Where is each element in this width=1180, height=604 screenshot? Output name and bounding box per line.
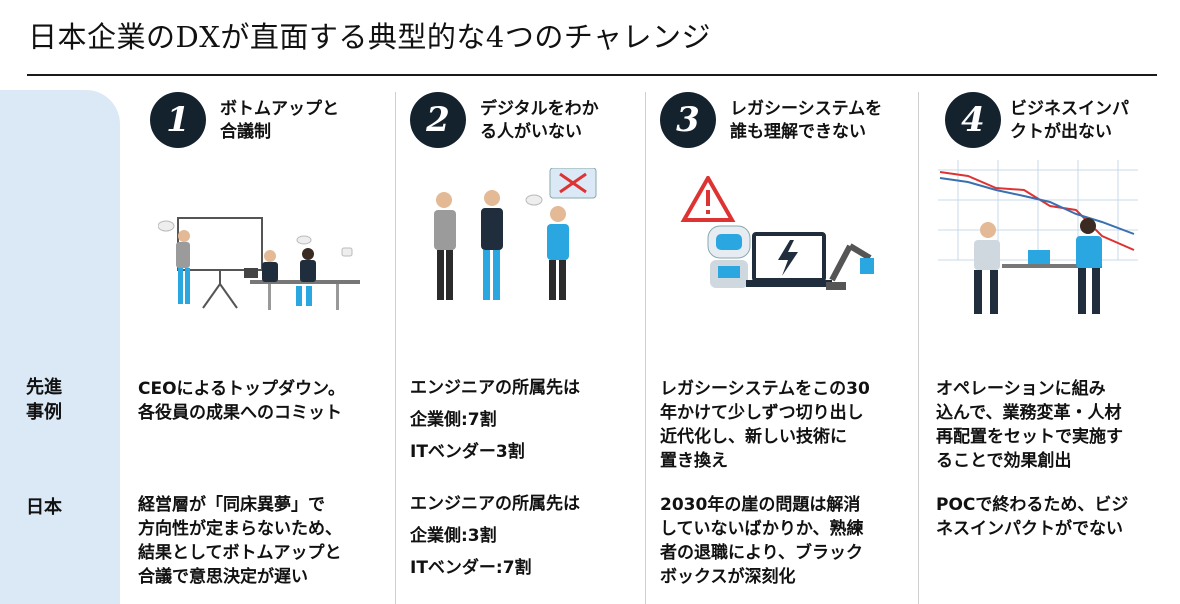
confused-people-icon	[434, 168, 597, 300]
challenge-heading: デジタルをわか る人がいない	[480, 99, 599, 142]
challenge-heading: ボトムアップと 合議制	[220, 99, 339, 142]
leading-case-text: CEOによるトップダウン。 各役員の成果へのコミット	[138, 379, 346, 423]
column-divider	[395, 92, 396, 604]
challenge-heading: レガシーシステムを 誰も理解できない	[730, 99, 883, 142]
leading-case-text: レガシーシステムをこの30 年かけて少しずつ切り出し 近代化し、新しい技術に 置…	[660, 379, 870, 471]
legacy-system-robot-icon	[680, 176, 874, 290]
declining-chart-business-icon	[938, 160, 1138, 314]
column-divider	[645, 92, 646, 604]
challenge-number-badge: 4	[945, 92, 1001, 148]
challenge-heading: ビジネスインパ クトが出ない	[1010, 99, 1129, 142]
row-label-panel	[0, 90, 120, 604]
challenge-number-badge: 1	[150, 92, 206, 148]
row-label-japan: 日本	[26, 497, 62, 518]
japan-status-text: 経営層が「同床異夢」で 方向性が定まらないため、 結果としてボトムアップと 合議…	[138, 495, 342, 587]
japan-status-text: エンジニアの所属先は 企業側:3割 ITベンダー:7割	[410, 494, 580, 578]
japan-status-text: POCで終わるため、ビジ ネスインパクトがでない	[936, 495, 1129, 539]
challenge-number-badge: 2	[410, 92, 466, 148]
page-title: 日本企業のDXが直面する典型的な4つのチャレンジ	[28, 20, 712, 54]
column-divider	[918, 92, 919, 604]
meeting-presentation-icon	[158, 217, 360, 310]
title-divider	[27, 74, 1157, 76]
leading-case-text: エンジニアの所属先は 企業側:7割 ITベンダー3割	[410, 378, 580, 462]
japan-status-text: 2030年の崖の問題は解消 していないばかりか、熟練 者の退職により、ブラック …	[660, 495, 864, 587]
challenge-number-badge: 3	[660, 92, 716, 148]
leading-case-text: オペレーションに組み 込んで、業務変革・人材 再配置をセットで実施す ることで効…	[936, 379, 1123, 471]
row-label-leading-case: 先進 事例	[26, 377, 62, 423]
